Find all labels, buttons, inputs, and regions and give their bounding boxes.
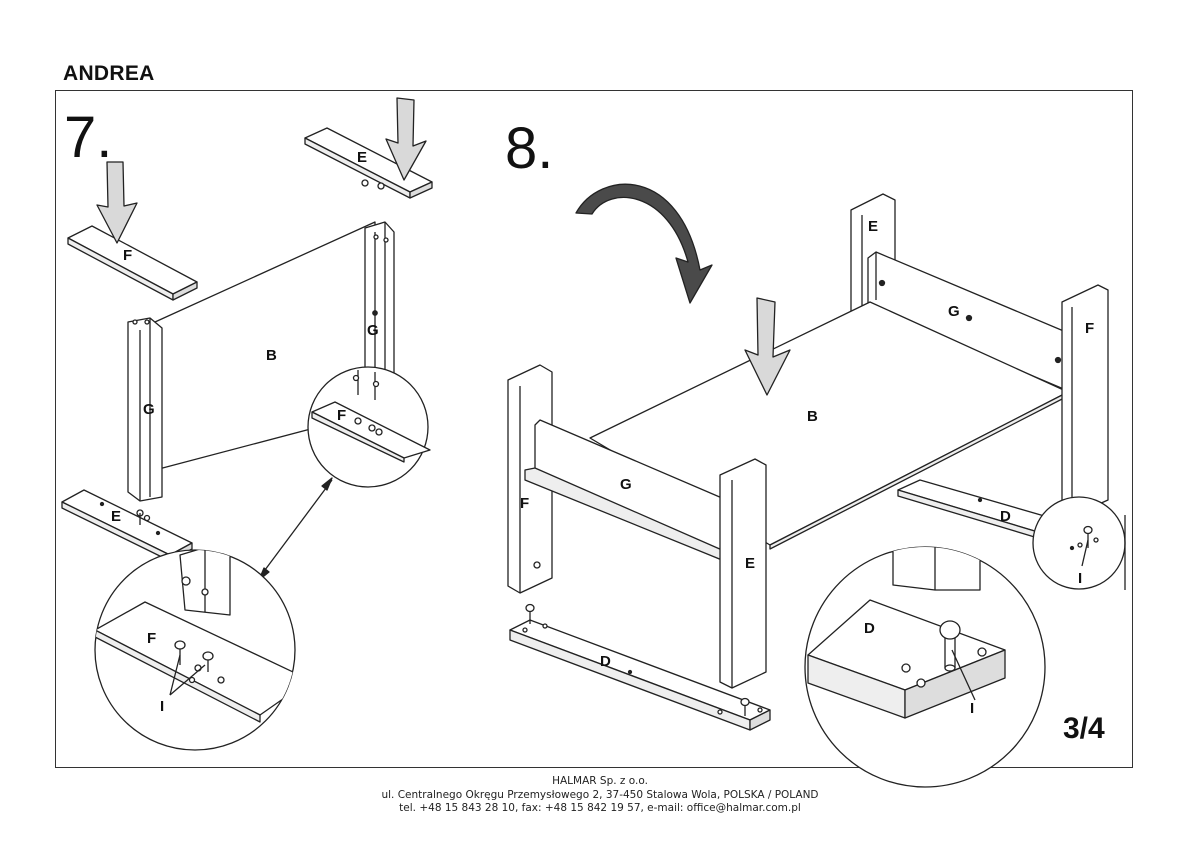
- label-g-right: G: [367, 322, 379, 339]
- label-b-step7: B: [266, 347, 277, 364]
- label-g-front: G: [620, 476, 632, 493]
- leader-line: [169, 654, 181, 696]
- detail-f-board: [311, 370, 431, 463]
- leader-line: [951, 649, 976, 701]
- label-i-zoom7: I: [160, 698, 164, 715]
- label-i-small: I: [1078, 570, 1082, 587]
- label-e-top: E: [357, 149, 367, 166]
- down-arrow-icon: [744, 297, 791, 396]
- footer-company: HALMAR Sp. z o.o.: [552, 775, 648, 787]
- footer-address: ul. Centralnego Okręgu Przemysłowego 2, …: [381, 788, 819, 801]
- label-d-zoom: D: [864, 620, 875, 637]
- zoom-content-step7: [95, 550, 295, 723]
- label-i-zoom8: I: [970, 700, 974, 717]
- label-e-back: E: [868, 218, 878, 235]
- rotate-arrow-icon: [575, 183, 713, 304]
- leader-line: [169, 664, 206, 696]
- footer-contact: tel. +48 15 843 28 10, fax: +48 15 842 1…: [399, 802, 801, 814]
- base-e-bottom: [61, 489, 193, 562]
- label-f-zoom: F: [147, 630, 156, 647]
- down-arrow-icon: [385, 97, 427, 181]
- label-g-back: G: [948, 303, 960, 320]
- down-arrow-icon: [96, 161, 138, 244]
- page-indicator: 3/4: [1063, 712, 1105, 745]
- instruction-frame: [55, 90, 1133, 768]
- label-f-top: F: [123, 247, 132, 264]
- detail-i-pin: [1069, 515, 1126, 590]
- label-f-detail: F: [337, 407, 346, 424]
- label-g-left: G: [143, 401, 155, 418]
- footer: HALMAR Sp. z o.o. ul. Centralnego Okręgu…: [0, 775, 1200, 816]
- document-title: ANDREA: [63, 62, 155, 85]
- label-f-right: F: [1085, 320, 1094, 337]
- zoom-content-step8: [807, 547, 1006, 719]
- label-d-right: D: [1000, 508, 1011, 525]
- label-e-front: E: [745, 555, 755, 572]
- label-f-left: F: [520, 495, 529, 512]
- label-b-step8: B: [807, 408, 818, 425]
- base-d-front: [509, 603, 771, 731]
- side-g-left: [127, 317, 163, 502]
- label-d-front: D: [600, 653, 611, 670]
- label-e-base: E: [111, 508, 121, 525]
- step-8-number: 8.: [505, 116, 553, 181]
- step-7-number: 7.: [64, 105, 112, 170]
- panel-e-top: [304, 127, 433, 199]
- leg-e-front: [719, 458, 767, 689]
- link-arrow-icon: [258, 477, 333, 581]
- panel-f-top: [67, 225, 198, 301]
